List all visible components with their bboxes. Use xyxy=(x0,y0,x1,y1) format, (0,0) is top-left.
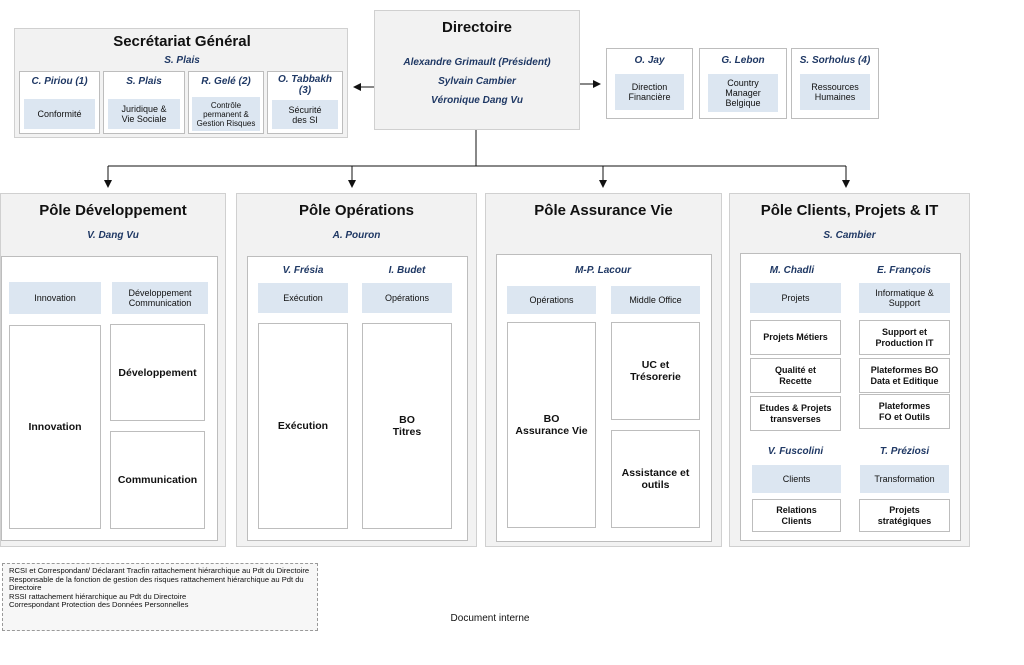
it-box-support-production: Support et Production IT xyxy=(859,320,950,355)
right-unit-finance-label: Direction Financière xyxy=(615,74,684,110)
it-bottom-2-label: Transformation xyxy=(860,465,949,493)
av-box-assistance-outils: Assistance et outils xyxy=(611,430,700,528)
pole-ops-head: A. Pouron xyxy=(332,230,381,241)
footnote-legend: RCSI et Correspondant/ Déclarant Tracfin… xyxy=(2,563,318,631)
directoire: Directoire Alexandre Grimault (Président… xyxy=(374,10,580,130)
sec-unit-3-label: Contrôle permanent & Gestion Risques xyxy=(192,97,260,131)
av-col-1-label: Opérations xyxy=(507,286,596,314)
sec-unit-3-name: R. Gelé (2) xyxy=(201,76,251,87)
right-unit-belgique-label: Country Manager Belgique xyxy=(708,74,778,112)
it-box-qualite-recette: Qualité et Recette xyxy=(750,358,841,393)
secretariat-title: Secrétariat Général xyxy=(113,33,251,50)
sec-unit-2: S. Plais Juridique & Vie Sociale xyxy=(103,71,185,134)
sec-unit-4-label: Sécurité des SI xyxy=(272,100,338,129)
pole-dev-head: V. Dang Vu xyxy=(87,230,139,241)
it-box-projets-strategiques: Projets stratégiques xyxy=(859,499,950,532)
dev-box-innovation: Innovation xyxy=(9,325,101,529)
dev-col-2-label: Développement Communication xyxy=(112,282,208,314)
directoire-member-3: Véronique Dang Vu xyxy=(430,95,524,106)
sec-unit-1: C. Piriou (1) Conformité xyxy=(19,71,100,134)
it-box-plateformes-fo: Plateformes FO et Outils xyxy=(859,394,950,429)
sec-unit-1-name: C. Piriou (1) xyxy=(31,76,88,87)
right-unit-belgique-name: G. Lebon xyxy=(721,55,765,66)
pole-it-head: S. Cambier xyxy=(823,230,876,241)
pole-av-title: Pôle Assurance Vie xyxy=(534,202,673,219)
it-box-relations-clients: Relations Clients xyxy=(752,499,841,532)
ops-box-bo-titres: BO Titres xyxy=(362,323,452,529)
sec-unit-4-name: O. Tabbakh (3) xyxy=(277,74,333,96)
dev-col-1-label: Innovation xyxy=(9,282,101,314)
it-box-etudes-projets: Etudes & Projets transverses xyxy=(750,396,841,431)
ops-col-1-label: Exécution xyxy=(258,283,348,313)
right-unit-finance: O. Jay Direction Financière xyxy=(606,48,693,119)
sec-unit-2-name: S. Plais xyxy=(126,76,162,87)
sec-unit-3: R. Gelé (2) Contrôle permanent & Gestion… xyxy=(188,71,264,134)
ops-col-2-label: Opérations xyxy=(362,283,452,313)
secretariat-head: S. Plais xyxy=(164,55,200,66)
it-top-2-label: Informatique & Support xyxy=(859,283,950,313)
right-unit-rh-name: S. Sorholus (4) xyxy=(799,55,871,66)
footer-document-interne: Document interne xyxy=(450,613,530,624)
directoire-member-2: Sylvain Cambier xyxy=(438,76,516,87)
legend-line-3: RSSI rattachement hiérarchique au Pdt du… xyxy=(9,591,187,601)
pole-it-title: Pôle Clients, Projets & IT xyxy=(760,202,939,219)
ops-col-1-name: V. Frésia xyxy=(282,265,324,276)
legend-line-2: Responsable de la fonction de gestion de… xyxy=(9,574,304,593)
av-box-bo-assurance-vie: BO Assurance Vie xyxy=(507,322,596,528)
it-box-projets-metiers: Projets Métiers xyxy=(750,320,841,355)
right-unit-belgique: G. Lebon Country Manager Belgique xyxy=(699,48,787,119)
it-bottom-1-name: V. Fuscolini xyxy=(767,446,824,457)
directoire-title: Directoire xyxy=(441,19,513,36)
sec-unit-1-label: Conformité xyxy=(24,99,95,129)
it-top-2-name: E. François xyxy=(877,265,931,276)
it-top-1-name: M. Chadli xyxy=(769,265,815,276)
it-bottom-2-name: T. Préziosi xyxy=(879,446,930,457)
right-unit-rh: S. Sorholus (4) Ressources Humaines xyxy=(791,48,879,119)
it-bottom-1-label: Clients xyxy=(752,465,841,493)
it-top-1-label: Projets xyxy=(750,283,841,313)
sec-unit-2-label: Juridique & Vie Sociale xyxy=(108,99,180,129)
right-unit-finance-name: O. Jay xyxy=(634,55,665,66)
ops-box-execution: Exécution xyxy=(258,323,348,529)
legend-line-1: RCSI et Correspondant/ Déclarant Tracfin… xyxy=(9,566,310,575)
directoire-member-1: Alexandre Grimault (Président) xyxy=(403,57,551,68)
it-box-plateformes-bo: Plateformes BO Data et Editique xyxy=(859,358,950,393)
right-unit-rh-label: Ressources Humaines xyxy=(800,74,870,110)
legend-line-4: Correspondant Protection des Données Per… xyxy=(9,600,189,610)
av-col-2-label: Middle Office xyxy=(611,286,700,314)
av-head: M-P. Lacour xyxy=(575,265,631,276)
dev-box-developpement: Développement xyxy=(110,324,205,421)
dev-box-communication: Communication xyxy=(110,431,205,529)
sec-unit-4: O. Tabbakh (3) Sécurité des SI xyxy=(267,71,343,134)
pole-ops-title: Pôle Opérations xyxy=(298,202,415,219)
pole-dev-title: Pôle Développement xyxy=(39,202,187,219)
ops-col-2-name: I. Budet xyxy=(388,265,426,276)
av-box-uc-tresorerie: UC et Trésorerie xyxy=(611,322,700,420)
